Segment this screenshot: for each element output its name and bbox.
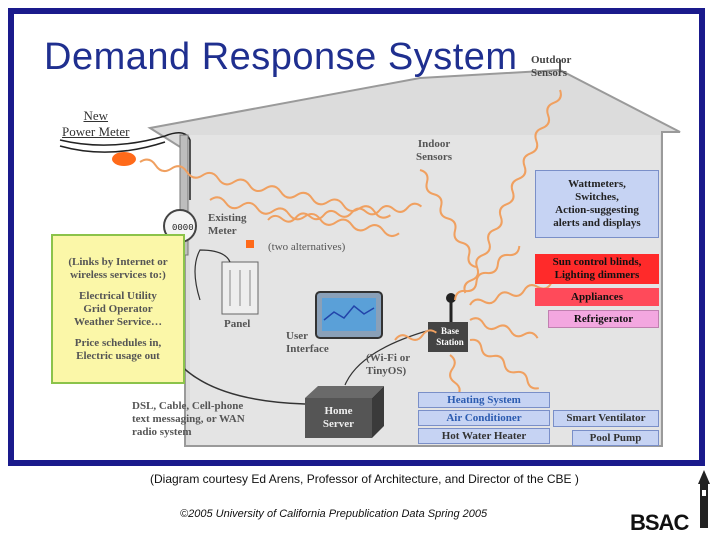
wattmeters-box: Wattmeters, Switches, Action-suggesting … — [535, 170, 659, 238]
power-line-2 — [59, 141, 166, 153]
smart-ventilator-box: Smart Ventilator — [553, 410, 659, 427]
outdoor-sensors-label: Outdoor Sensors — [531, 54, 572, 79]
server-wire — [344, 329, 431, 386]
air-conditioner-box: Air Conditioner — [418, 410, 550, 426]
appliances-box: Appliances — [535, 288, 659, 306]
panel-label: Panel — [224, 318, 251, 330]
base-station-device — [428, 322, 468, 352]
home-server-label: Home Server — [322, 405, 355, 430]
heating-system-box: Heating System — [418, 392, 550, 408]
svg-text:0000: 0000 — [172, 223, 194, 233]
footer-copyright: ©2005 University of California Prepublic… — [180, 508, 488, 520]
two-alternatives-label: (two alternatives) — [268, 241, 346, 253]
page-title: Demand Response System — [44, 36, 518, 78]
diagram-caption: (Diagram courtesy Ed Arens, Professor of… — [150, 472, 579, 486]
new-meter-device — [112, 152, 136, 166]
wireless-waves — [139, 89, 562, 397]
power-line-1 — [59, 135, 166, 146]
refrigerator-box: Refrigerator — [548, 310, 659, 328]
drop-line — [164, 132, 191, 200]
links-box-prices: Price schedules in, Electric usage out — [74, 336, 162, 362]
base-station-label: Base Station — [436, 326, 464, 347]
hot-water-heater-box: Hot Water Heater — [418, 428, 550, 444]
sun-control-box: Sun control blinds, Lighting dimmers — [535, 254, 659, 284]
slide-frame — [8, 8, 705, 466]
campanile-icon — [698, 470, 710, 528]
existing-meter-label: Existing Meter — [208, 212, 247, 237]
wifi-label: (Wi-Fi or TinyOS) — [366, 352, 411, 377]
new-power-meter-label: New Power Meter — [62, 108, 130, 139]
home-server-device — [305, 398, 372, 438]
links-box-heading: (Links by Internet or wireless services … — [68, 255, 168, 281]
panel-wire — [194, 249, 231, 301]
links-box: (Links by Internet or wireless services … — [51, 234, 185, 384]
dsl-label: DSL, Cable, Cell-phone text messaging, o… — [132, 400, 245, 438]
user-interface-label: User Interface — [286, 330, 329, 355]
pool-pump-box: Pool Pump — [572, 430, 659, 446]
links-box-services: Electrical Utility Grid Operator Weather… — [73, 289, 163, 328]
bsac-logo: BSAC — [630, 510, 689, 535]
indoor-sensors-label: Indoor Sensors — [416, 138, 453, 163]
